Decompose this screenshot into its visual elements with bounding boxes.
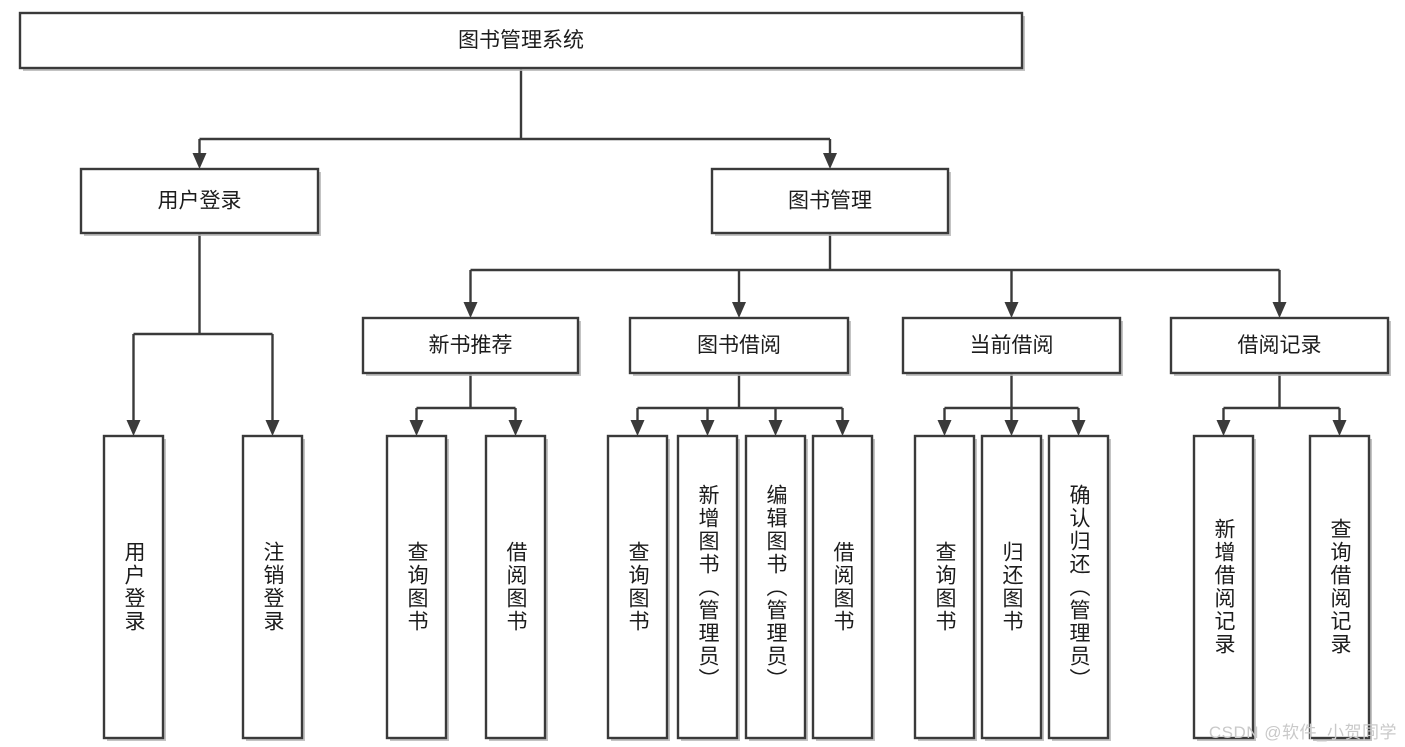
arrow-head-icon xyxy=(937,420,952,436)
arrow-head-icon xyxy=(1004,302,1019,318)
arrow-head-icon xyxy=(700,420,715,436)
arrow-head-icon xyxy=(630,420,645,436)
node-level3-2[interactable] xyxy=(901,316,1122,375)
arrow-head-icon xyxy=(1216,420,1231,436)
arrow-head-icon xyxy=(508,420,523,436)
node-level2-1[interactable] xyxy=(710,167,950,235)
node-leaf-7[interactable] xyxy=(811,434,874,740)
node-level3-1[interactable] xyxy=(628,316,850,375)
node-label-level3-3: 借阅记录 xyxy=(1238,334,1322,357)
node-level3-0[interactable] xyxy=(361,316,580,375)
node-level2-0[interactable] xyxy=(79,167,320,235)
node-label-level3-1: 图书借阅 xyxy=(697,334,781,357)
arrow-head-icon xyxy=(192,153,207,169)
node-leaf-10[interactable] xyxy=(1047,434,1110,740)
node-level3-3[interactable] xyxy=(1169,316,1390,375)
arrow-head-icon xyxy=(835,420,850,436)
arrow-head-icon xyxy=(409,420,424,436)
node-leaf-0[interactable] xyxy=(102,434,165,740)
arrow-head-icon xyxy=(768,420,783,436)
node-label-root: 图书管理系统 xyxy=(458,29,584,52)
node-leaf-9[interactable] xyxy=(980,434,1043,740)
node-leaf-2[interactable] xyxy=(385,434,448,740)
node-label-level3-2: 当前借阅 xyxy=(970,334,1054,357)
node-leaf-4[interactable] xyxy=(606,434,669,740)
arrow-head-icon xyxy=(463,302,478,318)
node-label-level3-0: 新书推荐 xyxy=(429,334,513,357)
node-boxes xyxy=(18,11,1390,740)
node-leaf-3[interactable] xyxy=(484,434,547,740)
arrow-head-icon xyxy=(823,153,837,169)
node-label-level2-1: 图书管理 xyxy=(788,190,872,213)
node-leaf-12[interactable] xyxy=(1308,434,1371,740)
arrow-head-icon xyxy=(1332,420,1347,436)
connector-lines xyxy=(126,68,1347,436)
node-leaf-5[interactable] xyxy=(676,434,739,740)
node-label-level2-0: 用户登录 xyxy=(158,190,242,213)
arrow-head-icon xyxy=(1071,420,1086,436)
node-leaf-6[interactable] xyxy=(744,434,807,740)
arrow-head-icon xyxy=(126,420,141,436)
watermark-text: CSDN @软件_小贺同学 xyxy=(1208,723,1397,742)
arrow-head-icon xyxy=(1004,420,1019,436)
node-leaf-8[interactable] xyxy=(913,434,976,740)
node-leaf-1[interactable] xyxy=(241,434,304,740)
arrow-head-icon xyxy=(1272,302,1287,318)
arrow-head-icon xyxy=(732,302,746,318)
arrow-head-icon xyxy=(265,420,280,436)
node-leaf-11[interactable] xyxy=(1192,434,1255,740)
node-root-图书管理系统[interactable] xyxy=(18,11,1024,70)
